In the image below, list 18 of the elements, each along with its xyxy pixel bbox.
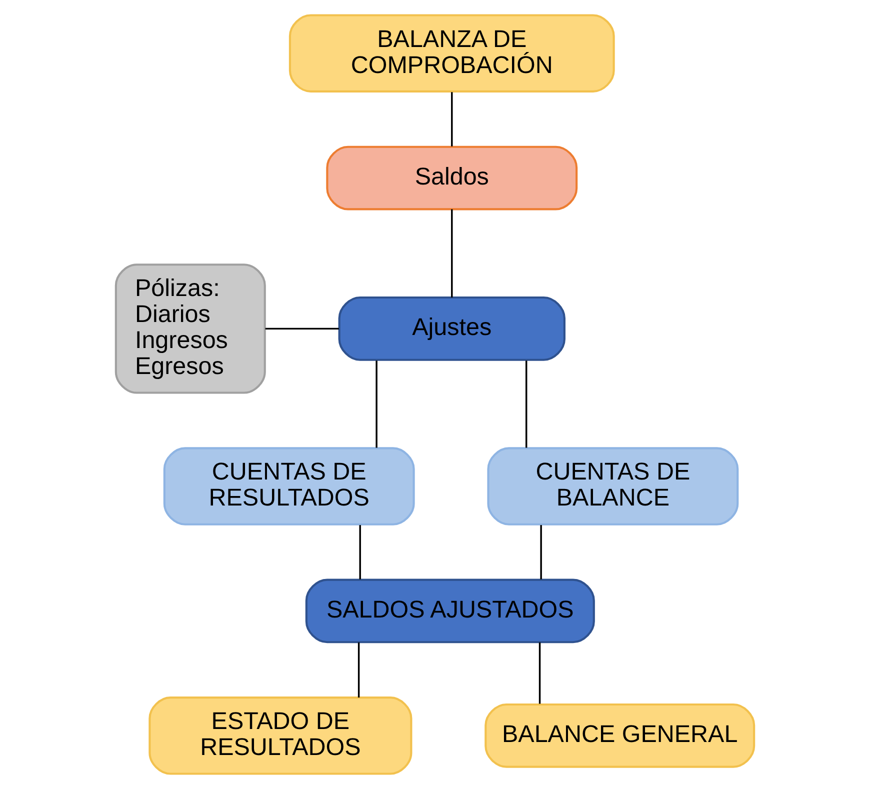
- connector: [450, 92, 452, 146]
- node-box: SALDOS AJUSTADOS: [304, 578, 594, 644]
- node-box: ESTADO DE RESULTADOS: [148, 696, 412, 775]
- connector: [524, 360, 527, 448]
- connector: [358, 525, 360, 580]
- node-box: Saldos: [326, 146, 578, 210]
- connector: [375, 360, 377, 448]
- connector: [357, 642, 360, 698]
- node-box: CUENTAS DE RESULTADOS: [162, 447, 414, 526]
- connector: [540, 525, 542, 580]
- node-box: Pólizas: Diarios Ingresos Egresos: [114, 264, 266, 394]
- node-box: BALANZA DE COMPROBACIÓN: [288, 14, 614, 92]
- node-box: CUENTAS DE BALANCE: [486, 447, 738, 526]
- connector: [450, 209, 452, 298]
- connector: [264, 328, 338, 330]
- connector: [538, 642, 540, 704]
- node-box: Ajustes: [338, 296, 565, 361]
- node-box: BALANCE GENERAL: [484, 703, 755, 768]
